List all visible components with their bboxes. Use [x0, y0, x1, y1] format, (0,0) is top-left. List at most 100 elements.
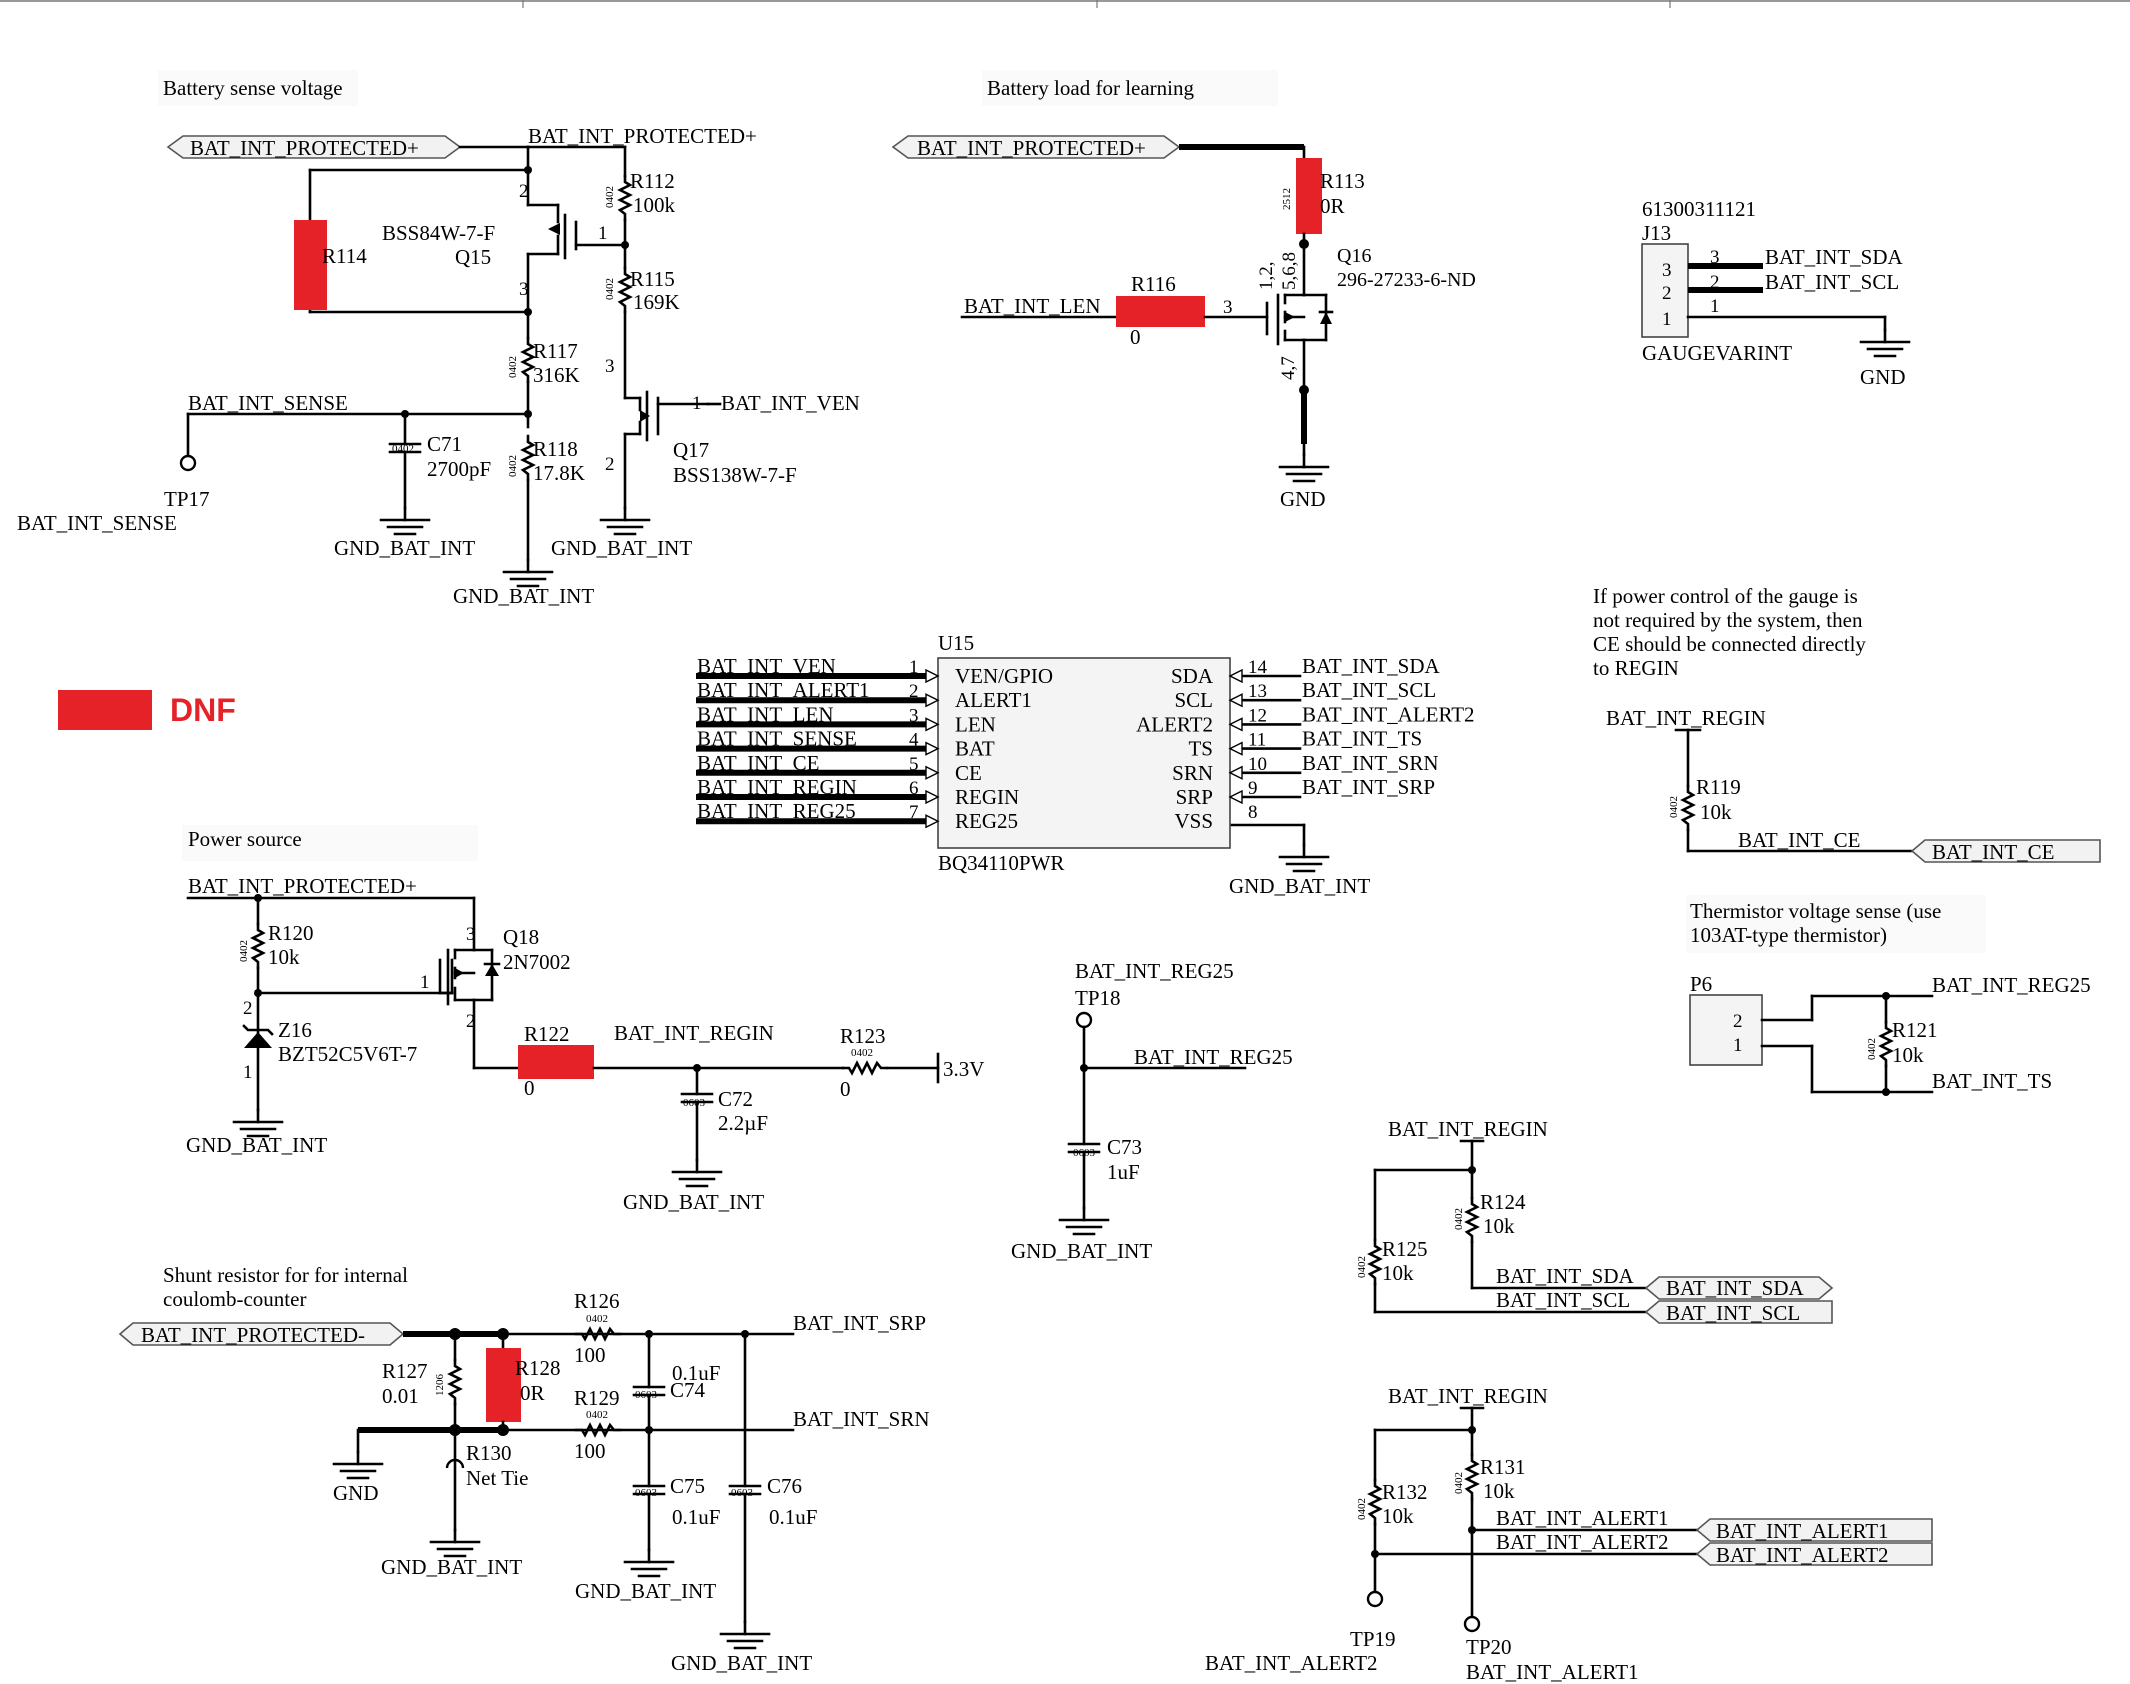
tp19-net: BAT_INT_ALERT2	[1205, 1651, 1378, 1675]
port-bat-sda[interactable]	[1644, 1276, 1834, 1300]
r128-dnf-marker	[486, 1348, 521, 1422]
u15-left-net-7: BAT_INT_REG25	[697, 799, 856, 823]
j13-connector[interactable]: 61300311121 J13 3 2 1 3 2 1 BAT_INT_SDA …	[1641, 197, 1911, 389]
u15-pin-10-name: SRN	[1172, 761, 1213, 785]
port-bat-ce[interactable]	[1910, 839, 2101, 863]
i2c-pullup-section: BAT_INT_REGIN R124 10k 0402 R125 10k 040…	[1356, 1117, 1834, 1325]
tp17-net: BAT_INT_SENSE	[17, 511, 177, 535]
net-label-regin-i2c: BAT_INT_REGIN	[1388, 1117, 1548, 1141]
tp19-testpoint[interactable]	[1366, 1590, 1384, 1608]
net-label-3v3: 3.3V	[943, 1057, 984, 1081]
c76-footprint: 0603	[731, 1487, 754, 1499]
r114-dnf-marker	[294, 220, 327, 310]
r121-ref: R121	[1892, 1018, 1938, 1042]
port-bat-alert2[interactable]	[1695, 1542, 1933, 1566]
gnd-label-c71: GND_BAT_INT	[334, 536, 475, 560]
r128-value: 0R	[520, 1381, 545, 1405]
u15-pin-9-name: SRP	[1176, 785, 1213, 809]
u15-pin-9-number: 9	[1248, 778, 1258, 799]
tp20-testpoint[interactable]	[1463, 1615, 1481, 1633]
r113-footprint: 2512	[1281, 188, 1293, 210]
c75-footprint: 0603	[635, 1487, 658, 1499]
r124-footprint: 0402	[1453, 1208, 1465, 1230]
u15-pin-14-name: SDA	[1171, 664, 1214, 688]
r112-ref: R112	[630, 169, 675, 193]
p6-connector[interactable]	[1689, 994, 1763, 1066]
tp18-testpoint[interactable]	[1075, 1011, 1093, 1029]
net-label-sda-pullup: BAT_INT_SDA	[1496, 1264, 1635, 1288]
port-label-bat-prot-pos-1: BAT_INT_PROTECTED+	[190, 136, 419, 160]
tp18-ref: TP18	[1075, 986, 1121, 1010]
c71-footprint: 0402	[392, 443, 414, 455]
c74-footprint: 0603	[635, 1389, 658, 1401]
q16-value: 296-27233-6-ND	[1337, 269, 1476, 291]
r120-footprint: 0402	[238, 940, 250, 962]
tp17-testpoint[interactable]	[179, 454, 197, 472]
regin-note-line-2: not required by the system, then	[1593, 608, 1863, 632]
r131-value: 10k	[1483, 1479, 1515, 1503]
u15-pin-13-name: SCL	[1174, 688, 1213, 712]
c75-ref: C75	[670, 1474, 705, 1498]
j13-pin-2-in: 2	[1662, 283, 1672, 304]
power-source-section: Power source BAT_INT_PROTECTED+ R120 10k…	[182, 825, 984, 1214]
tp17-ref: TP17	[164, 487, 210, 511]
reg25-decoupling-section: BAT_INT_REG25 TP18 BAT_INT_REG25 C73 1uF…	[1011, 959, 1293, 1263]
r132-footprint: 0402	[1356, 1498, 1368, 1520]
z16-ref: Z16	[278, 1018, 312, 1042]
r127-footprint: 1206	[434, 1374, 446, 1397]
c71-ref: C71	[427, 432, 462, 456]
dnf-legend-swatch	[58, 690, 152, 730]
r125-footprint: 0402	[1356, 1256, 1368, 1278]
net-label-srp: BAT_INT_SRP	[793, 1311, 926, 1335]
alert-pullup-section: BAT_INT_REGIN R131 10k 0402 R132 10k 040…	[1205, 1384, 1933, 1684]
q17-pin-3: 3	[605, 356, 615, 377]
u15-pin-8-number: 8	[1248, 802, 1258, 823]
u15-pin-11-number: 11	[1248, 730, 1266, 751]
q17-nmos	[623, 390, 710, 510]
c74-value: 0.1uF	[672, 1361, 720, 1385]
u15-ref: U15	[938, 631, 974, 655]
net-label-regin-alert: BAT_INT_REGIN	[1388, 1384, 1548, 1408]
p6-pin-1: 1	[1733, 1035, 1743, 1056]
net-label-j13-scl: BAT_INT_SCL	[1765, 270, 1899, 294]
net-label-bat-sense: BAT_INT_SENSE	[188, 391, 348, 415]
regin-note-line-1: If power control of the gauge is	[1593, 584, 1858, 608]
u15-left-net-2: BAT_INT_ALERT1	[697, 678, 870, 702]
r117-footprint: 0402	[507, 356, 519, 378]
z16-pin-1: 1	[243, 1062, 253, 1083]
net-label-regin-r119: BAT_INT_REGIN	[1606, 706, 1766, 730]
battery-load-section: Battery load for learning BAT_INT_PROTEC…	[891, 70, 1476, 511]
u15-pin-3-number: 3	[909, 705, 919, 726]
r123-value: 0	[840, 1077, 851, 1101]
port-bat-scl[interactable]	[1644, 1300, 1833, 1324]
port-bat-alert1[interactable]	[1695, 1518, 1933, 1542]
r123-ref: R123	[840, 1024, 886, 1048]
r113-ref: R113	[1320, 169, 1365, 193]
r126-ref: R126	[574, 1289, 620, 1313]
r125-ref: R125	[1382, 1237, 1428, 1261]
q18-nmos	[438, 896, 501, 1070]
net-label-ts-p6: BAT_INT_TS	[1932, 1069, 2052, 1093]
gnd-label-z16: GND_BAT_INT	[186, 1133, 327, 1157]
u15-right-net-13: BAT_INT_SCL	[1302, 678, 1436, 702]
r132-ref: R132	[1382, 1480, 1428, 1504]
net-label-bat-prot-pos-ps: BAT_INT_PROTECTED+	[188, 874, 417, 898]
net-label-scl-pullup: BAT_INT_SCL	[1496, 1288, 1630, 1312]
u15-pin-5-number: 5	[909, 754, 919, 775]
c73-footprint: 0603	[1073, 1147, 1096, 1159]
p6-ref: P6	[1690, 972, 1712, 996]
net-label-reg25-tp18: BAT_INT_REG25	[1075, 959, 1234, 983]
u15-pin-7-name: REG25	[955, 809, 1018, 833]
r118-value: 17.8K	[533, 461, 585, 485]
q18-pin-1: 1	[420, 972, 430, 993]
c74-ref: C74	[670, 1378, 706, 1402]
gnd-label-r130: GND_BAT_INT	[381, 1555, 522, 1579]
r131-ref: R131	[1480, 1455, 1526, 1479]
port-label-bat-ce: BAT_INT_CE	[1932, 840, 2055, 864]
p6-pin-2: 2	[1733, 1011, 1743, 1032]
r122-dnf-marker	[518, 1045, 594, 1079]
r131-footprint: 0402	[1453, 1472, 1465, 1494]
r115-footprint: 0402	[604, 278, 616, 300]
